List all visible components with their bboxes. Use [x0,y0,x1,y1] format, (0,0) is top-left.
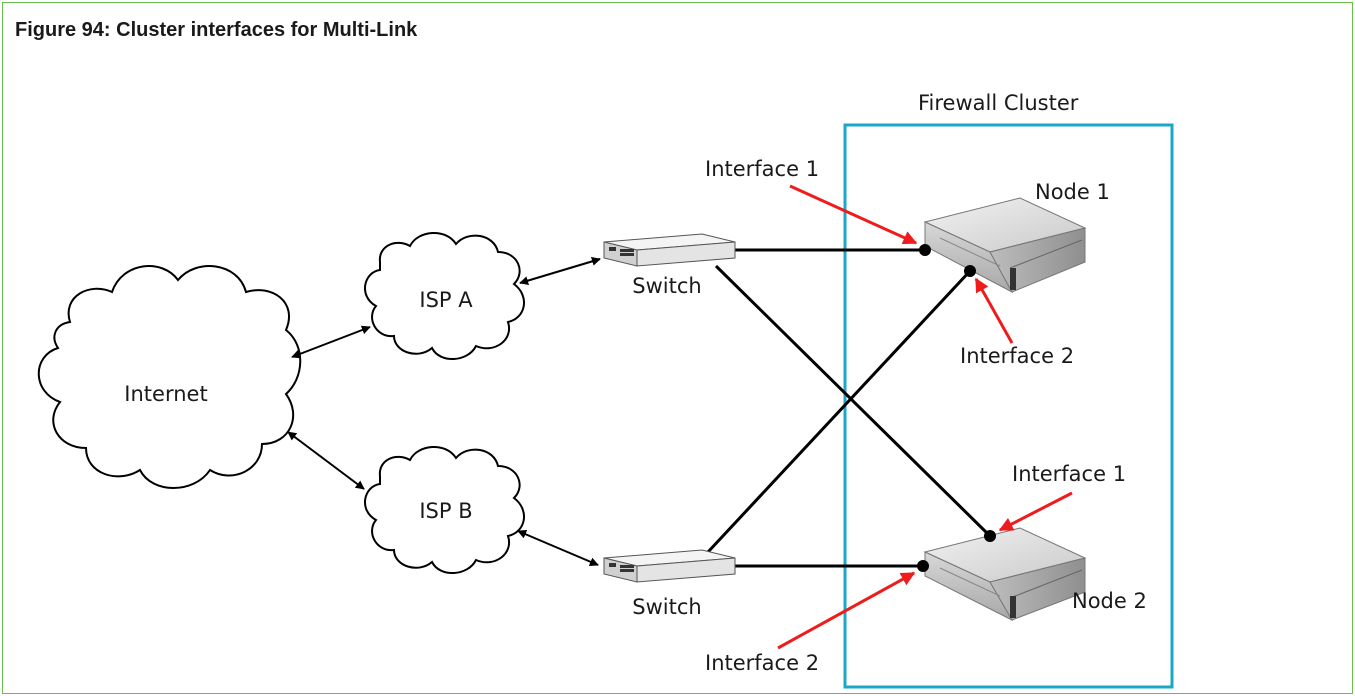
node1-interface2-label: Interface 2 [960,344,1074,368]
node2-label: Node 2 [1072,589,1147,613]
pointer-node1-interface1 [789,184,918,245]
link-internet-ispa [291,325,371,359]
cable-switch1-node2 [714,264,992,538]
pointer-node2-interface2 [777,571,916,650]
isp-b-label: ISP B [419,499,472,523]
isp-b-cloud [364,445,525,574]
node2-interface1-label: Interface 1 [1012,462,1126,486]
switch-bottom-device [603,549,736,583]
node2-interface2-port [917,560,929,572]
link-ispa-switch [519,257,601,285]
internet-cloud [37,265,302,489]
node1-interface1-label: Interface 1 [705,157,819,181]
node2-server [923,527,1087,622]
node1-server [923,197,1087,294]
node1-label: Node 1 [1035,180,1110,204]
node2-interface2-label: Interface 2 [705,651,819,675]
link-ispb-switch [517,530,599,566]
switch-bottom-label: Switch [632,595,701,619]
switch-top-label: Switch [632,274,701,298]
pointer-node2-interface1 [998,491,1073,532]
isp-a-label: ISP A [419,288,473,312]
switch-top-device [603,233,736,267]
node1-interface1-port [919,244,931,256]
link-internet-ispb [287,431,365,490]
cable-switch2-node1 [706,269,972,554]
node2-interface1-port [984,530,996,542]
node1-interface2-port [964,265,976,277]
firewall-cluster-label: Firewall Cluster [918,91,1079,115]
internet-label: Internet [124,382,207,406]
figure-title: Figure 94: Cluster interfaces for Multi-… [15,19,418,41]
isp-a-cloud [364,231,525,360]
pointer-node1-interface2 [974,277,1014,344]
